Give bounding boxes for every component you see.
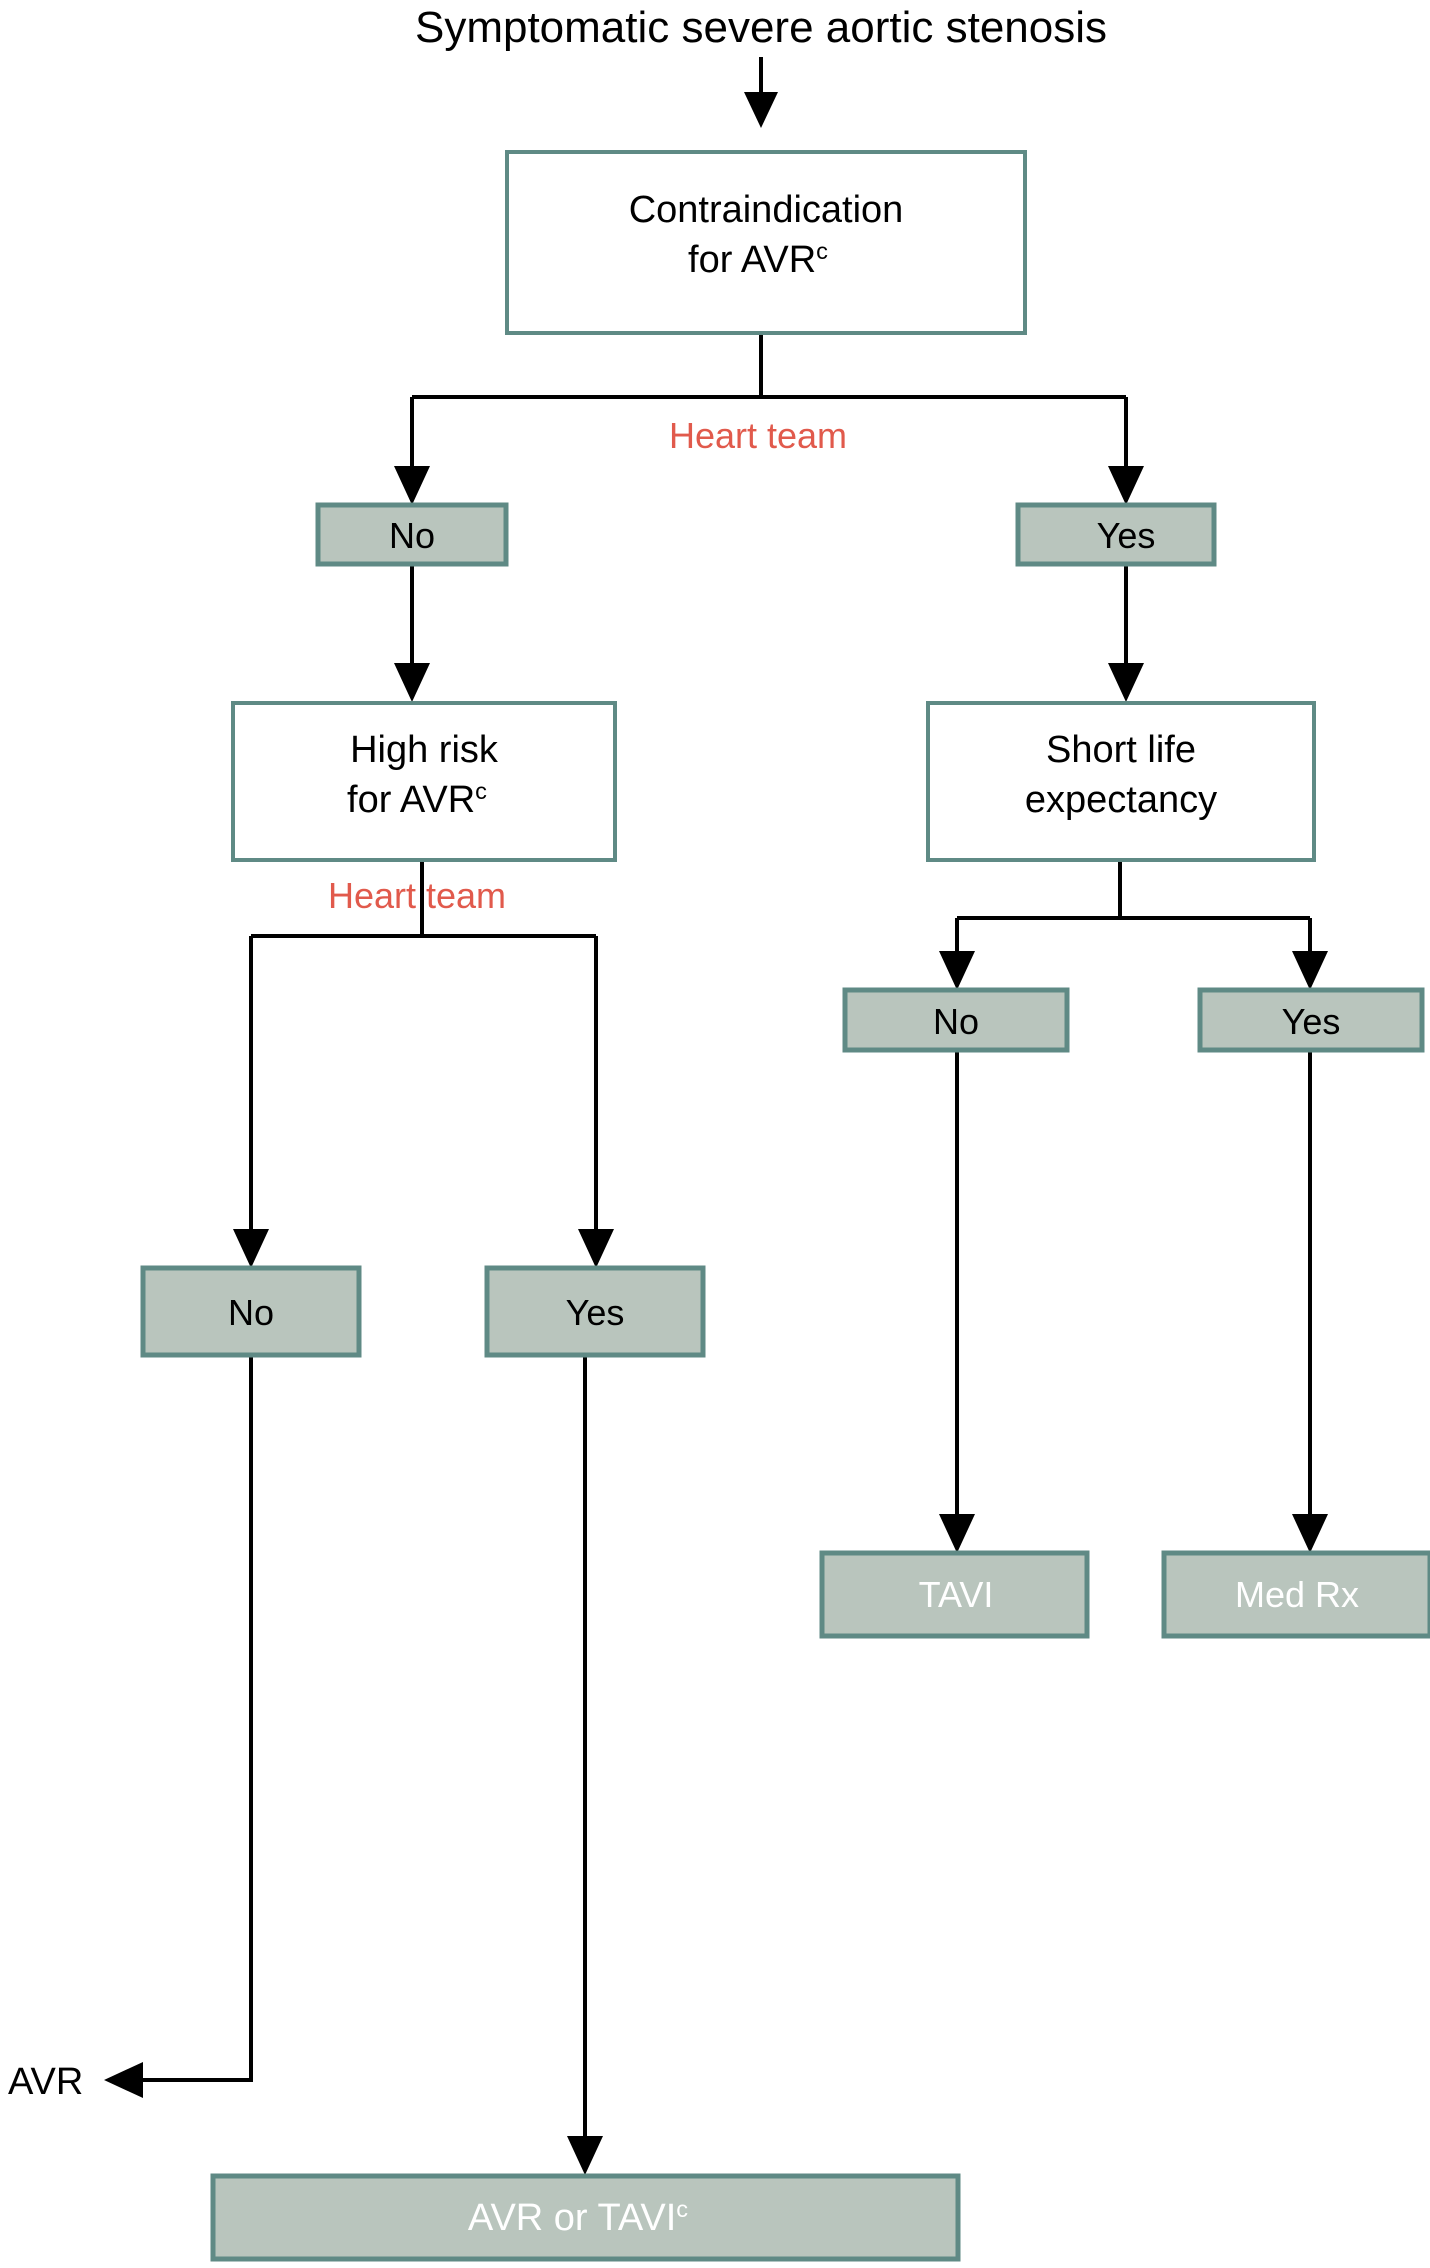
arrowhead-yes-to-short-life <box>1108 663 1144 702</box>
high-risk-avr-superscript: c <box>475 778 487 804</box>
node-avr-or-tavi[interactable]: AVR or TAVIc <box>210 2173 961 2262</box>
short-life-expectancy-box[interactable] <box>926 701 1316 862</box>
node-short-life-yes[interactable]: Yes <box>1197 987 1425 1053</box>
avr-or-tavi-label: AVR or TAVIc <box>468 2196 688 2239</box>
contraindication-yes-label: Yes <box>1097 515 1156 556</box>
tavi-label: TAVI <box>919 1574 994 1615</box>
node-tavi[interactable]: TAVI <box>819 1550 1090 1639</box>
annotation-heart-team-2: Heart team <box>328 875 506 916</box>
arrowhead-to-high-risk-no <box>233 1229 269 1268</box>
high-risk-no-box[interactable] <box>140 1265 362 1358</box>
avr-or-tavi-label-main: AVR or TAVI <box>468 2197 676 2239</box>
arrowhead-short-life-no-to-tavi <box>939 1514 975 1553</box>
node-contraindication-avr[interactable]: Contraindication for AVRc <box>505 150 1027 335</box>
high-risk-avr-line2-main: for AVR <box>347 779 475 821</box>
node-short-life-expectancy[interactable]: Short life expectancy <box>926 701 1316 862</box>
contraindication-avr-line1: Contraindication <box>629 189 904 231</box>
short-life-yes-label: Yes <box>1282 1001 1341 1042</box>
avr-terminal-label: AVR <box>8 2061 83 2103</box>
node-med-rx[interactable]: Med Rx <box>1161 1550 1430 1639</box>
contraindication-no-label: No <box>389 515 435 556</box>
high-risk-avr-line2: for AVRc <box>347 778 487 821</box>
high-risk-avr-line1: High risk <box>350 729 499 771</box>
connector-layer <box>104 57 1328 2175</box>
high-risk-yes-label: Yes <box>566 1292 625 1333</box>
contraindication-yes-box[interactable] <box>1015 502 1217 567</box>
edge-high-risk-no-to-avr <box>130 1355 253 2082</box>
annotation-heart-team-1: Heart team <box>669 415 847 456</box>
short-life-expectancy-line2: expectancy <box>1025 779 1217 821</box>
arrowhead-title-to-contraindication <box>744 92 778 128</box>
contraindication-avr-line2: for AVRc <box>688 238 828 281</box>
contraindication-avr-superscript: c <box>816 238 828 264</box>
short-life-no-box[interactable] <box>842 987 1070 1053</box>
arrowhead-to-short-life-yes <box>1292 951 1328 990</box>
short-life-no-label: No <box>933 1001 979 1042</box>
contraindication-avr-box[interactable] <box>505 150 1027 335</box>
short-life-yes-box[interactable] <box>1197 987 1425 1053</box>
node-high-risk-yes[interactable]: Yes <box>484 1265 706 1358</box>
diagram-title: Symptomatic severe aortic stenosis <box>415 3 1107 52</box>
arrowhead-to-contraindication-no <box>394 466 430 505</box>
high-risk-yes-box[interactable] <box>484 1265 706 1358</box>
contraindication-avr-line2-main: for AVR <box>688 239 816 281</box>
short-life-expectancy-line1: Short life <box>1046 729 1196 771</box>
arrowhead-to-short-life-no <box>939 951 975 990</box>
arrowhead-to-high-risk-yes <box>578 1229 614 1268</box>
arrowhead-high-risk-yes-to-final <box>567 2136 603 2175</box>
arrowhead-high-risk-no-to-avr <box>104 2062 143 2098</box>
tavi-box[interactable] <box>819 1550 1090 1639</box>
med-rx-label: Med Rx <box>1235 1574 1359 1615</box>
arrowhead-no-to-high-risk <box>394 663 430 702</box>
arrowhead-short-life-yes-to-med-rx <box>1292 1514 1328 1553</box>
contraindication-no-box[interactable] <box>315 502 509 567</box>
high-risk-avr-box[interactable] <box>231 701 617 862</box>
med-rx-box[interactable] <box>1161 1550 1430 1639</box>
high-risk-no-label: No <box>228 1292 274 1333</box>
node-short-life-no[interactable]: No <box>842 987 1070 1053</box>
arrowhead-to-contraindication-yes <box>1108 466 1144 505</box>
node-contraindication-yes[interactable]: Yes <box>1015 502 1217 567</box>
node-high-risk-avr[interactable]: High risk for AVRc <box>231 701 617 862</box>
node-contraindication-no[interactable]: No <box>315 502 509 567</box>
avr-or-tavi-box[interactable] <box>210 2173 961 2262</box>
node-high-risk-no[interactable]: No <box>140 1265 362 1358</box>
avr-or-tavi-superscript: c <box>676 2196 688 2222</box>
